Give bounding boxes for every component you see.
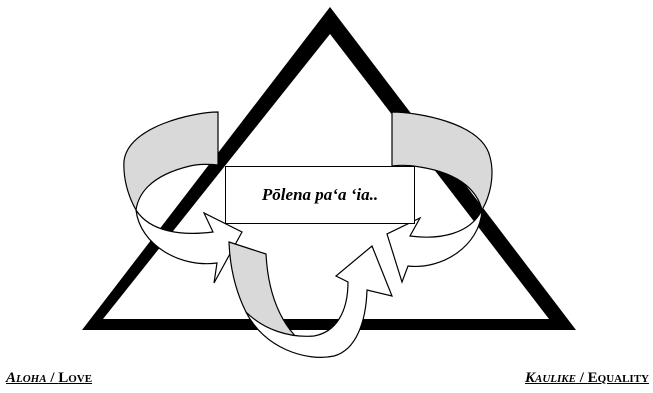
- caption-right-english: Equality: [588, 370, 649, 386]
- caption-left-english: Love: [58, 370, 92, 386]
- caption-right-separator: /: [576, 370, 588, 386]
- left-arrow-upper-band: [124, 112, 218, 210]
- center-label: Pōlena pa‘a ‘ia..: [262, 185, 378, 205]
- caption-aloha-love: Aloha / Love: [6, 370, 92, 387]
- caption-right-hawaiian: Kaulike: [525, 370, 576, 386]
- center-label-box: Pōlena pa‘a ‘ia..: [225, 166, 415, 224]
- caption-left-hawaiian: Aloha: [6, 370, 47, 386]
- caption-kaulike-equality: Kaulike / Equality: [525, 370, 649, 387]
- caption-left-separator: /: [47, 370, 59, 386]
